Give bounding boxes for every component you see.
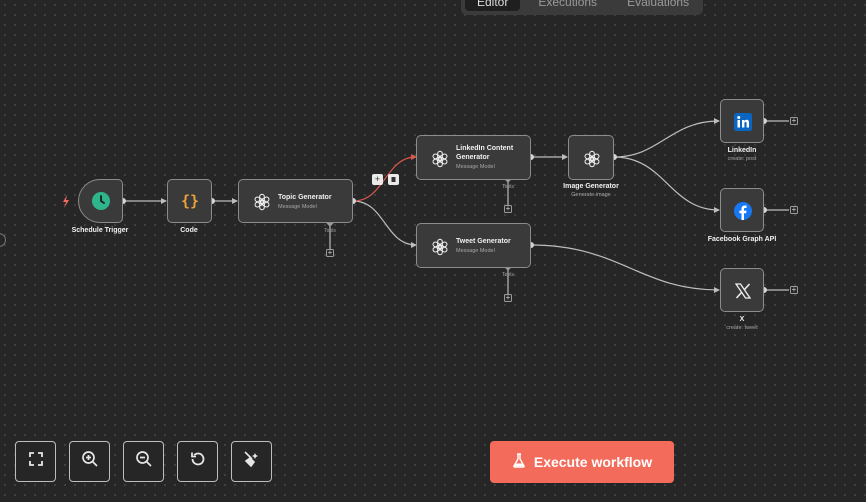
clock-icon bbox=[91, 191, 111, 211]
connection-image-facebook bbox=[613, 156, 720, 213]
execute-workflow-button[interactable]: Execute workflow bbox=[490, 441, 674, 483]
add-node-on-connection-button[interactable]: + bbox=[372, 174, 383, 185]
tab-evaluations[interactable]: Evaluations bbox=[627, 0, 690, 9]
image-generator-title: Image Generator bbox=[563, 183, 619, 190]
linkedin-add-next-button[interactable]: + bbox=[790, 116, 798, 125]
linkedin-title: LinkedIn bbox=[727, 147, 757, 154]
fit-view-button[interactable] bbox=[15, 441, 56, 482]
facebook-add-next-button[interactable]: + bbox=[790, 205, 798, 214]
zoom-in-icon bbox=[81, 450, 99, 473]
tweet-generator-title: Tweet Generator bbox=[456, 238, 511, 245]
connection-tweet-x bbox=[530, 244, 720, 293]
tweet-generator-subtitle: Message Model bbox=[456, 248, 495, 254]
flask-icon bbox=[512, 453, 526, 471]
zoom-in-button[interactable] bbox=[69, 441, 110, 482]
schedule-trigger-title: Schedule Trigger bbox=[71, 227, 129, 234]
view-tabs: Editor Executions Evaluations bbox=[461, 0, 703, 15]
x-title: X bbox=[739, 316, 745, 323]
node-topic-generator[interactable]: Topic Generator Message Model bbox=[238, 179, 353, 223]
linkedin-content-generator-title-line1: LinkedIn Content bbox=[456, 145, 514, 152]
connection-image-linkedin bbox=[613, 118, 720, 158]
linkedin-add-tool-button[interactable]: + bbox=[504, 204, 512, 213]
x-add-next-button[interactable]: + bbox=[790, 285, 798, 294]
linkedin-tools-label: Tools bbox=[502, 184, 514, 190]
linkedin-content-generator-subtitle: Message Model bbox=[456, 164, 495, 170]
topic-generator-subtitle: Message Model bbox=[278, 204, 317, 210]
zoom-out-icon bbox=[135, 450, 153, 473]
node-facebook-graph-api[interactable] bbox=[720, 188, 764, 232]
tweet-add-tool-button[interactable]: + bbox=[504, 293, 512, 302]
zoom-out-button[interactable] bbox=[123, 441, 164, 482]
openai-icon bbox=[581, 148, 602, 169]
openai-icon bbox=[429, 236, 450, 257]
bolt-icon bbox=[63, 195, 69, 208]
connection-topic-tweet bbox=[352, 200, 417, 248]
execute-workflow-label: Execute workflow bbox=[533, 454, 653, 470]
node-x[interactable] bbox=[720, 268, 764, 312]
x-subtitle: create: tweet bbox=[726, 325, 758, 331]
node-image-generator[interactable] bbox=[568, 135, 614, 180]
topic-add-tool-button[interactable]: + bbox=[326, 248, 334, 257]
node-linkedin-content-generator[interactable]: LinkedIn Content Generator Message Model bbox=[416, 135, 531, 180]
fit-view-icon bbox=[28, 451, 44, 472]
code-title: Code bbox=[180, 227, 198, 234]
topic-generator-title: Topic Generator bbox=[278, 194, 332, 201]
x-logo-icon bbox=[733, 281, 753, 301]
linkedin-subtitle: create: post bbox=[727, 156, 757, 162]
delete-connection-button[interactable] bbox=[388, 174, 399, 185]
node-linkedin[interactable] bbox=[720, 99, 764, 143]
facebook-title: Facebook Graph API bbox=[707, 236, 777, 243]
node-code[interactable]: {} bbox=[167, 179, 212, 223]
reset-zoom-button[interactable] bbox=[177, 441, 218, 482]
image-generator-subtitle: Generate image bbox=[571, 192, 611, 198]
tweet-tools-label: Tools bbox=[502, 272, 514, 278]
topic-tools-label: Tools bbox=[324, 228, 336, 234]
tidy-up-button[interactable] bbox=[231, 441, 272, 482]
connection-topic-linkedin-active bbox=[352, 154, 417, 202]
tidy-up-icon bbox=[243, 450, 261, 473]
facebook-icon bbox=[733, 201, 753, 221]
braces-icon: {} bbox=[180, 192, 200, 210]
node-schedule-trigger[interactable] bbox=[78, 179, 123, 223]
openai-icon bbox=[251, 191, 272, 212]
node-tweet-generator[interactable]: Tweet Generator Message Model bbox=[416, 223, 531, 268]
linkedin-icon bbox=[733, 112, 753, 132]
tab-executions[interactable]: Executions bbox=[538, 0, 598, 9]
openai-icon bbox=[429, 148, 450, 169]
linkedin-content-generator-title-line2: Generator bbox=[456, 154, 490, 161]
reset-zoom-icon bbox=[189, 450, 207, 473]
tab-editor[interactable]: Editor bbox=[465, 0, 521, 11]
